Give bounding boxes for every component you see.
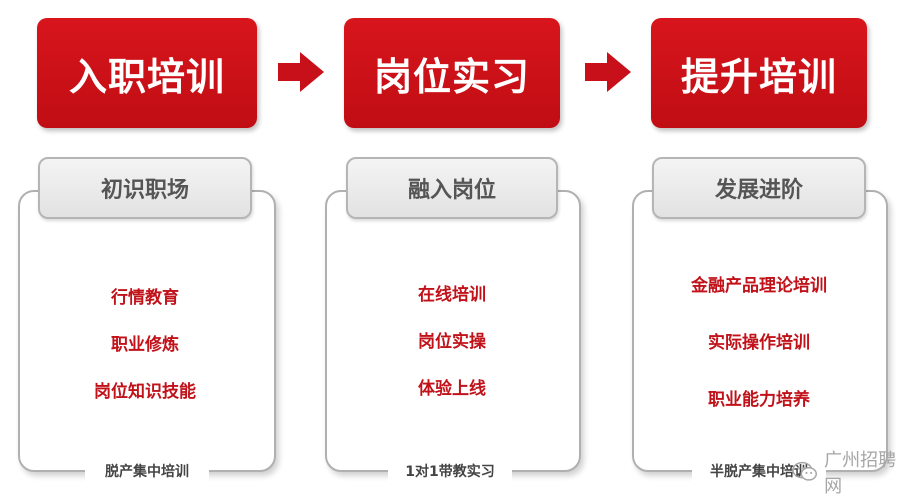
card-heading: 发展进阶 [652, 157, 866, 219]
list-item: 实际操作培训 [708, 333, 810, 353]
card-heading: 初识职场 [38, 157, 252, 219]
arrow-right-icon [585, 52, 631, 92]
list-item: 体验上线 [418, 379, 486, 399]
card-heading-text: 发展进阶 [714, 178, 803, 203]
list-item: 在线培训 [418, 285, 486, 305]
card-panel [325, 190, 581, 472]
stage-box-internship: 岗位实习 [344, 18, 560, 128]
card-panel [18, 190, 276, 472]
card-footer-label: 1对1带教实习 [388, 456, 512, 486]
card-item-list: 行情教育 职业修炼 岗位知识技能 [38, 283, 252, 402]
list-item: 岗位实操 [418, 332, 486, 352]
card-footer-label: 脱产集中培训 [85, 456, 209, 486]
card-item-list: 金融产品理论培训 实际操作培训 职业能力培养 [652, 271, 866, 410]
card-heading-text: 初识职场 [100, 178, 189, 203]
stage-box-advanced: 提升培训 [651, 18, 867, 128]
wechat-icon [792, 461, 817, 481]
list-item: 岗位知识技能 [94, 382, 196, 402]
list-item: 金融产品理论培训 [691, 276, 827, 296]
stage-title: 岗位实习 [373, 54, 530, 99]
watermark: 广州招聘网 [792, 446, 908, 498]
stage-box-onboarding: 入职培训 [37, 18, 257, 128]
list-item: 职业能力培养 [708, 390, 810, 410]
card-heading-text: 融入岗位 [407, 178, 496, 203]
stage-title: 提升培训 [680, 54, 837, 99]
card-footer-text: 脱产集中培训 [105, 464, 189, 480]
card-heading: 融入岗位 [346, 157, 558, 219]
card-footer-text: 1对1带教实习 [405, 464, 495, 480]
arrow-right-icon [278, 52, 324, 92]
card-item-list: 在线培训 岗位实操 体验上线 [346, 280, 558, 399]
list-item: 职业修炼 [111, 335, 179, 355]
watermark-text: 广州招聘网 [824, 450, 897, 497]
stage-title: 入职培训 [68, 54, 225, 99]
list-item: 行情教育 [111, 288, 179, 308]
card-footer-text: 半脱产集中培训 [710, 464, 808, 480]
